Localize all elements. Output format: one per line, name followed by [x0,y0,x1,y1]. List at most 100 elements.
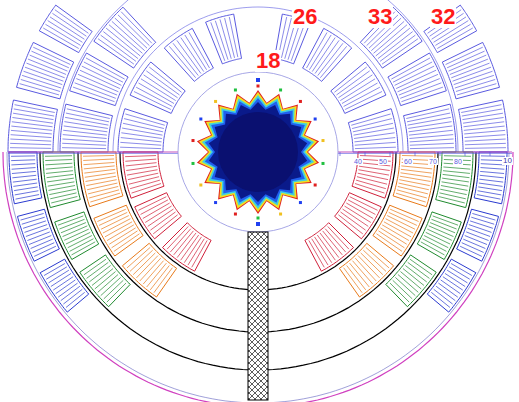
coil-block [305,223,354,272]
coil-block [459,100,509,152]
coil-block-turn [328,226,349,249]
callout-number: 32 [430,6,456,28]
coil-block-turn [62,139,106,142]
coil-block-turn [107,283,126,302]
coil-block-turn [449,55,487,71]
coil-block-turn [357,177,387,184]
coil-block-turn [390,283,409,302]
coil-block-turn [25,67,64,81]
coil-block-turn [64,122,107,129]
coil-block [164,28,213,81]
coil-block-turn [13,183,37,186]
coil-block-turn [390,209,418,221]
coil-block-turn [398,275,418,293]
coil-block-turn [78,74,118,91]
coil-block-turn [95,272,116,289]
coil-block-turn [50,17,84,39]
coil-block [348,109,398,152]
coil-block [118,109,168,152]
coil-block-turn [345,206,371,222]
coil-block-turn [463,239,485,248]
coil-block [81,152,123,207]
coil-block-turn [479,179,503,182]
coil-block-turn [340,79,375,101]
coil-block-turn [443,167,470,169]
coil-block-turn [45,24,80,45]
coil-block-turn [11,135,52,138]
coil-block-turn [430,223,455,233]
coil-block [442,42,499,99]
coil-block-turn [464,126,505,130]
coil-block-turn [399,79,440,95]
coil-block-turn [188,239,204,265]
coil-block-turn [359,166,390,170]
coil-block-turn [347,265,366,289]
coil-block-turn [167,226,188,249]
coil-block-turn [447,51,484,68]
coil-block [163,223,212,272]
coil-block-turn [377,234,403,252]
coil-block-turn [28,59,66,74]
coil-block [39,5,92,53]
coil-block [457,209,499,261]
coil-block-turn [344,268,362,293]
support-bar [248,232,268,400]
coil-block-turn [400,272,421,289]
coil-block-turn [391,58,430,79]
coil-block-turn [380,228,406,244]
coil-block-turn [98,275,118,293]
coil-block-turn [32,243,54,253]
coil-block-turn [48,186,75,191]
coil-block-turn [309,35,331,70]
coil-block-turn [86,180,116,186]
coil-block-turn [46,167,73,169]
coil-block-turn [466,232,488,241]
coil-block-turn [121,133,162,139]
axis-tick [415,152,416,156]
coil-block-turn [150,265,169,289]
coil-block-turn [121,138,162,142]
coil-block-turn [440,189,466,194]
coil-block-turn [181,235,199,260]
coil-block-turn [318,43,343,75]
coil-block [135,193,182,239]
coil-block-turn [130,180,160,189]
coil-block-turn [356,180,386,189]
coil-block-turn [29,236,51,245]
coil-block-turn [76,79,117,95]
coil-block [206,14,242,64]
coil-block-turn [83,155,114,157]
coil-block-turn [408,122,451,129]
coil-block [9,152,42,204]
coil-block-turn [104,280,124,299]
coil-block-turn [84,169,115,173]
coil-block-turn [46,171,73,174]
coil-block-turn [363,250,386,271]
coil-block-turn [107,225,134,241]
coil-block-turn [103,219,130,233]
coil-block-turn [185,35,207,70]
coil-block-turn [90,193,120,202]
coil-block-turn [11,126,52,130]
coil-block-turn [350,197,378,211]
coil-block-turn [59,219,84,229]
coil-block-turn [55,10,89,34]
coil-block [388,53,446,106]
coil-block-turn [15,191,39,195]
coil-block [352,152,393,198]
coil-block-turn [384,222,411,237]
coil-block [18,209,60,261]
coil-block-turn [351,114,390,125]
field-marker [257,85,260,88]
coil-block-turn [450,59,488,74]
callout-number: 18 [255,50,281,72]
coil-block-turn [399,183,429,190]
axis-tick [440,152,441,156]
coil-block-turn [477,195,501,200]
coil-block-turn [83,162,114,164]
field-marker [214,201,217,204]
coil-block [55,212,99,260]
coil-block-turn [26,63,64,78]
field-marker [321,162,324,165]
coil-block-turn [20,84,59,95]
